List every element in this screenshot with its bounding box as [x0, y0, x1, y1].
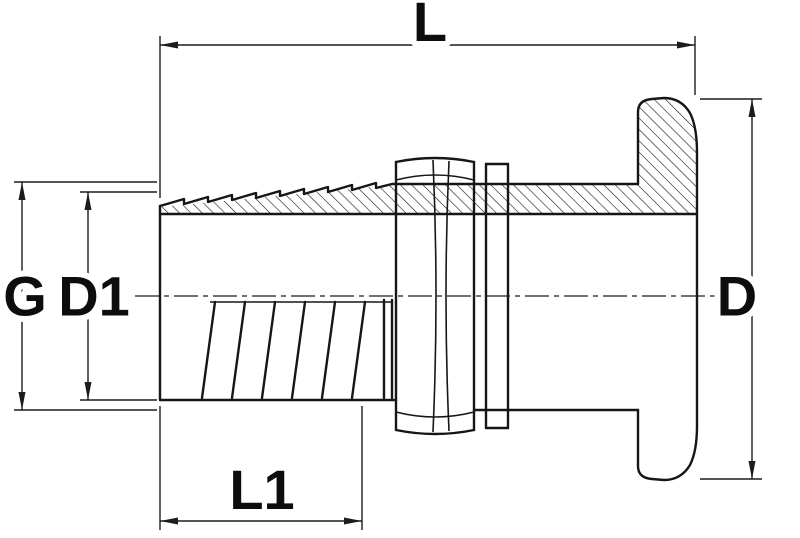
hex-nut [394, 156, 476, 436]
dimension-label-overall-length: L [413, 0, 447, 53]
arrowhead [748, 461, 756, 479]
dimension-thread-size: G [0, 181, 157, 411]
arrowhead [160, 517, 178, 525]
dimension-barb-diameter: D1 [52, 191, 157, 401]
barb-serrated-top-edge [158, 181, 640, 208]
arrowhead [18, 392, 26, 410]
section-hatch-flange [638, 99, 696, 214]
dimension-label-thread-size: G [3, 265, 47, 328]
arrowhead [84, 192, 92, 210]
section-hatch-band [160, 185, 638, 213]
dimension-label-barb-diameter: D1 [58, 265, 130, 328]
dimension-overall-length: L [159, 0, 696, 198]
arrowhead [160, 41, 178, 49]
arrowhead [344, 517, 362, 525]
arrowhead [18, 182, 26, 200]
fitting-body [135, 96, 726, 482]
flange-head [636, 96, 699, 482]
dimension-label-flange-diameter: D [717, 265, 757, 328]
dimension-flange-diameter: D [700, 98, 763, 480]
barb-grooves [200, 298, 394, 400]
arrowhead [84, 382, 92, 400]
arrowhead [748, 99, 756, 117]
dimension-barb-length: L1 [159, 406, 363, 530]
dimension-label-barb-length: L1 [229, 458, 294, 521]
arrowhead [677, 41, 695, 49]
